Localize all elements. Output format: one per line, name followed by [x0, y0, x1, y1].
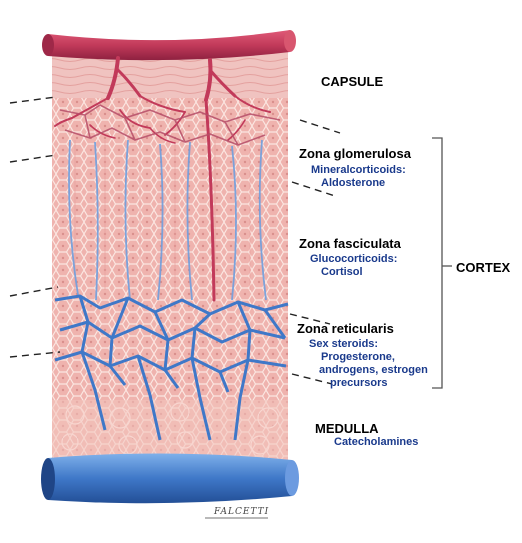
- cortex-bracket: [432, 137, 452, 389]
- cortex-label: CORTEX: [456, 260, 511, 275]
- medulla-hormone: Catecholamines: [334, 436, 419, 448]
- sinusoids: [68, 139, 267, 301]
- medulla-label: MEDULLA: [315, 421, 379, 436]
- reticularis-hormone-2: androgens, estrogen: [319, 364, 428, 376]
- cortex-tissue: [52, 55, 288, 460]
- reticularis-hormone-class: Sex steroids:: [309, 338, 379, 350]
- arterial-branches: [54, 56, 271, 302]
- zona-fasciculata-label: Zona fasciculata: [299, 236, 401, 251]
- medullary-vein: [41, 453, 299, 504]
- capsular-artery: [42, 30, 296, 61]
- fasciculata-columns: [74, 140, 251, 290]
- artist-signature: FALCETTI: [214, 507, 270, 517]
- zona-reticularis-label: Zona reticularis: [297, 321, 394, 336]
- glomerulosa-hormone-class: Mineralcorticoids:: [311, 164, 406, 176]
- reticularis-venous-network: [54, 294, 289, 441]
- medullary-cells: [61, 402, 279, 455]
- fasciculata-hormone-class: Glucocorticoids:: [310, 253, 398, 265]
- leader-lines: [9, 96, 341, 385]
- capsule-label: CAPSULE: [321, 74, 384, 89]
- glomerulosa-capillaries: [59, 104, 281, 146]
- medulla-region: [52, 400, 288, 460]
- zona-glomerulosa-label: Zona glomerulosa: [299, 146, 411, 161]
- fasciculata-hormone: Cortisol: [321, 266, 363, 278]
- glomerulosa-hormone: Aldosterone: [321, 177, 386, 189]
- reticularis-hormone-3: precursors: [330, 377, 388, 389]
- reticularis-hormone-1: Progesterone,: [321, 351, 395, 363]
